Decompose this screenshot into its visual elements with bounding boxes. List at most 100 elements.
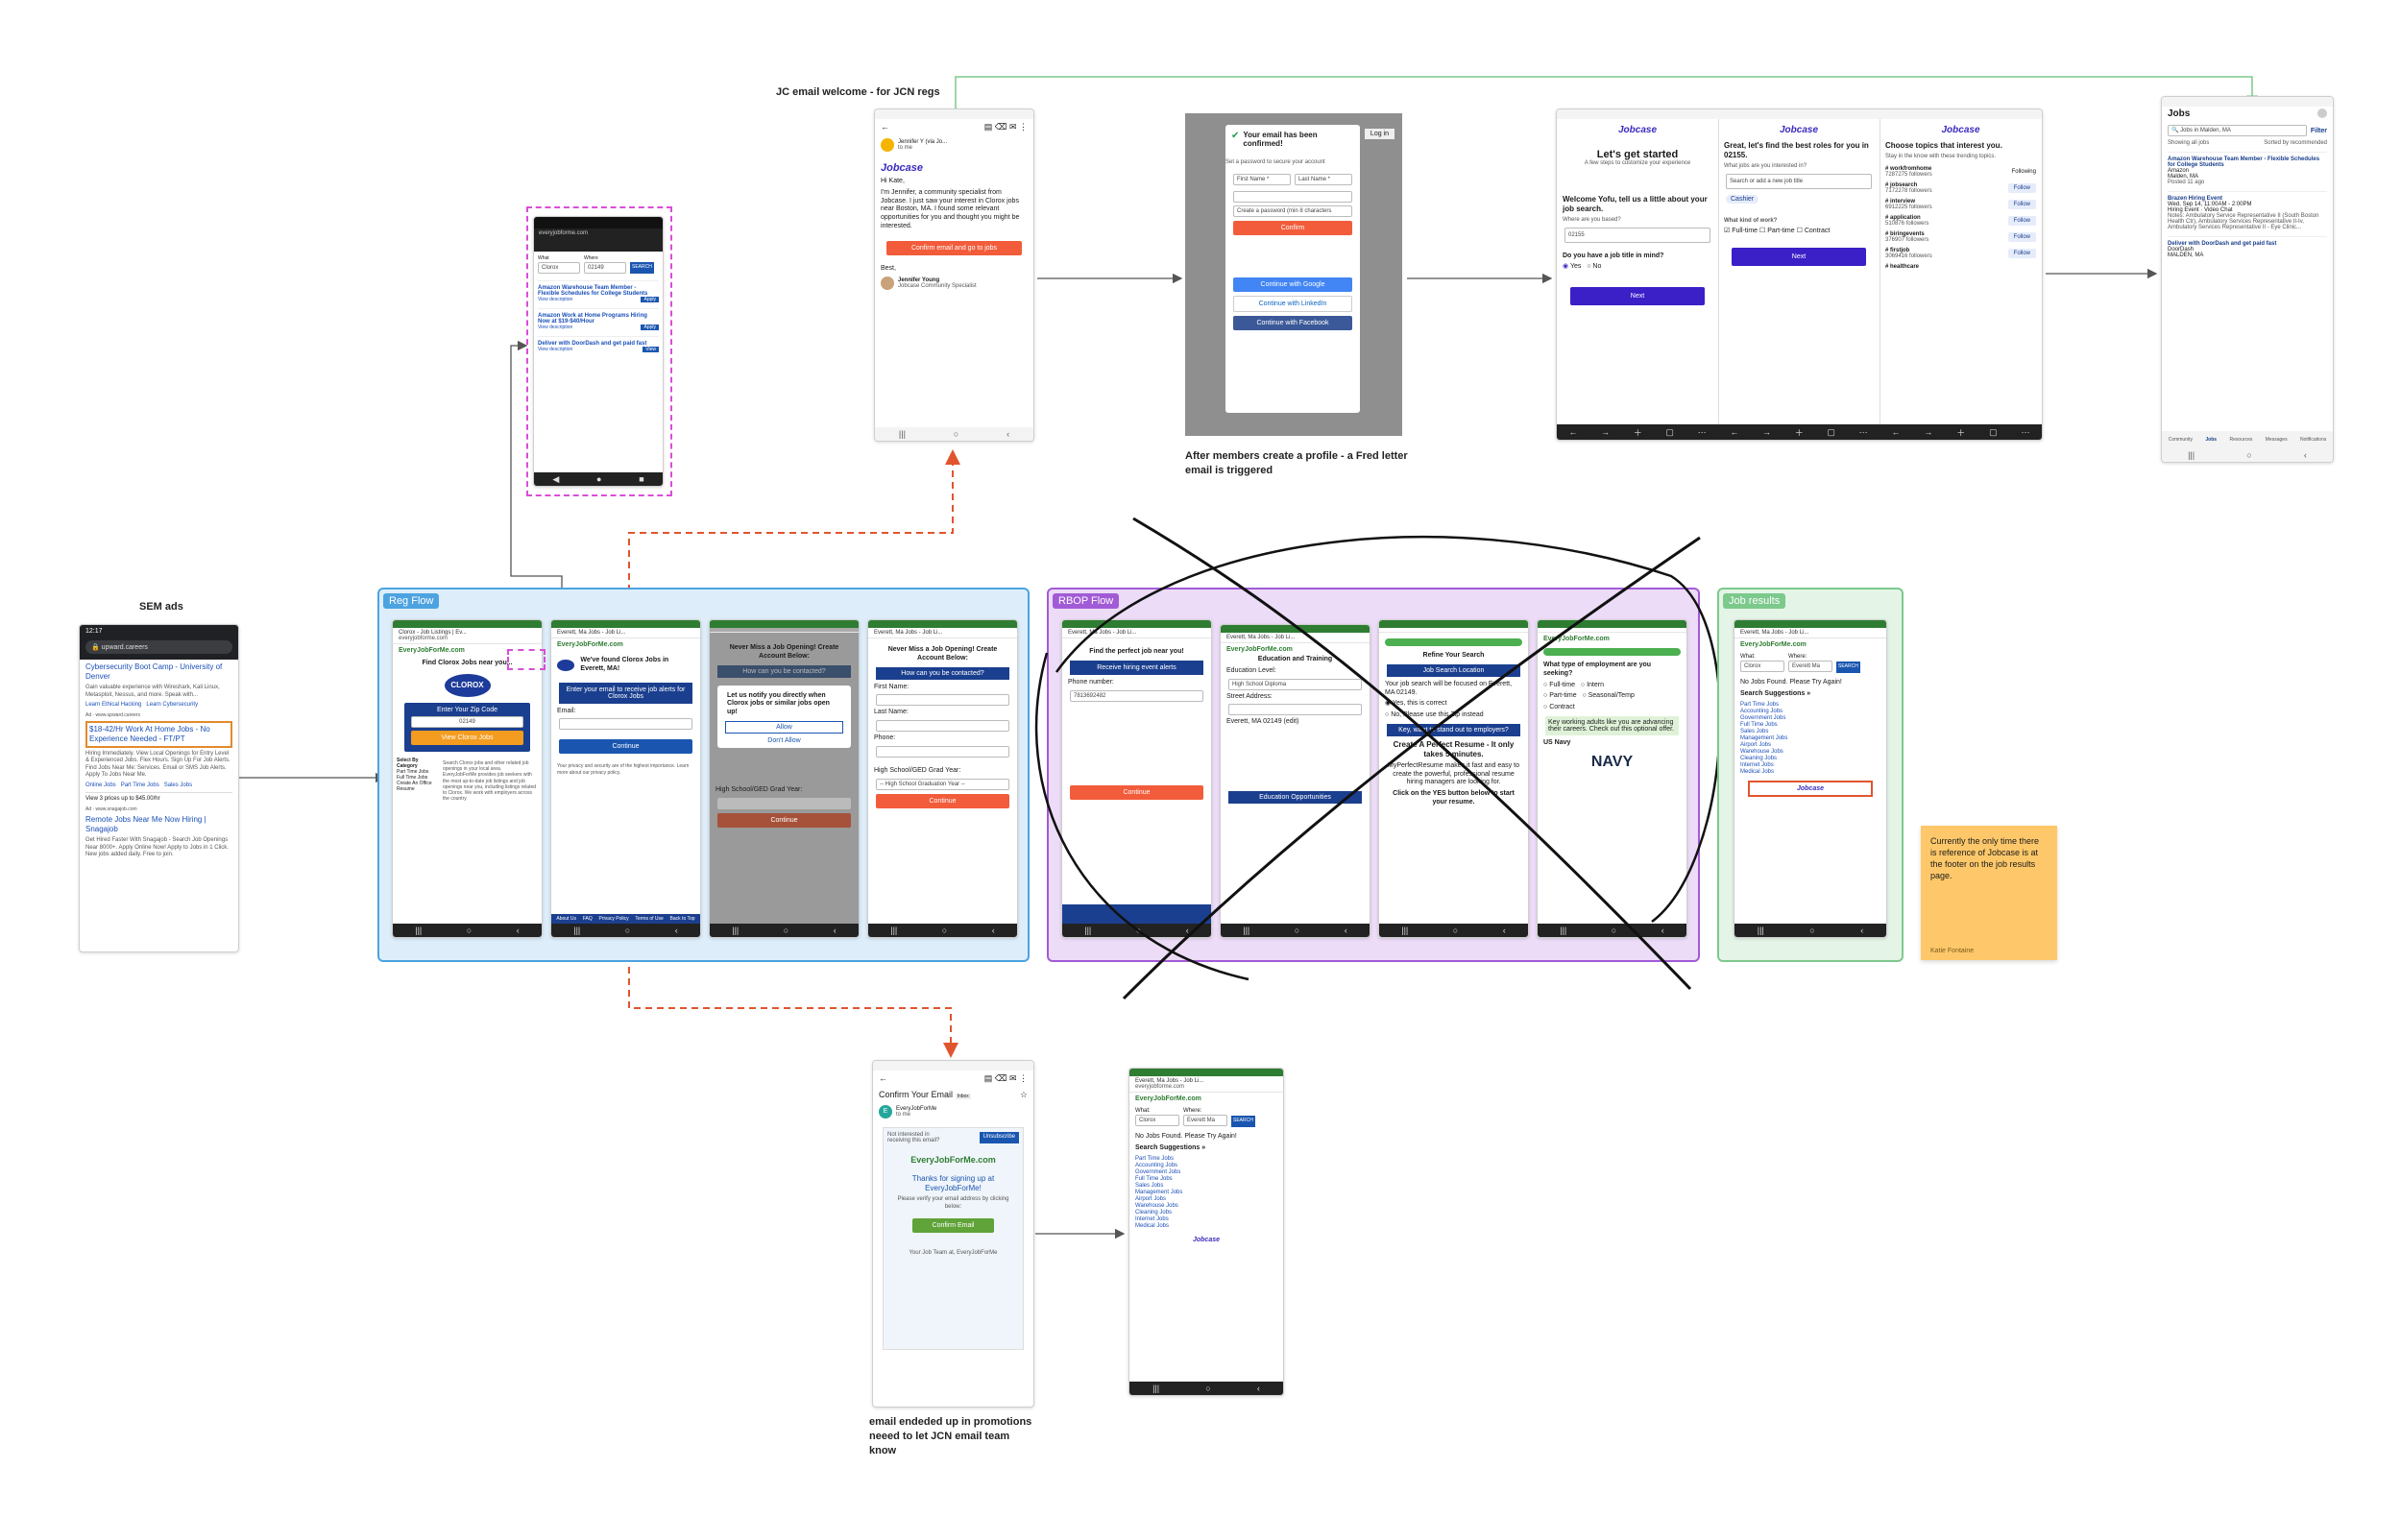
first-name-input[interactable] — [876, 694, 1009, 706]
radio-yes-icon[interactable]: ◉ — [1563, 263, 1568, 270]
follow-button[interactable]: Follow — [2008, 249, 2036, 258]
suggestion-link[interactable]: Internet Jobs — [1740, 762, 1880, 768]
follow-button[interactable]: Follow — [2008, 183, 2036, 193]
url-bar[interactable]: 🔒 upward.careers — [85, 640, 232, 654]
home-icon[interactable]: ○ — [1809, 926, 1814, 935]
archive-icon[interactable]: ▤ ⌫ ✉ ⋮ — [984, 1073, 1028, 1084]
recents-icon[interactable]: ||| — [1084, 926, 1091, 935]
back-icon[interactable]: ← — [1891, 427, 1900, 437]
search-button[interactable]: SEARCH — [1231, 1116, 1255, 1127]
zip-input[interactable]: 02149 — [411, 716, 523, 728]
home-icon[interactable]: ○ — [954, 429, 958, 439]
dont-allow-button[interactable]: Don't Allow — [721, 737, 847, 744]
tab-community[interactable]: Community — [2169, 437, 2193, 443]
login-button[interactable]: Log in — [1365, 129, 1395, 139]
job-card[interactable]: Amazon Warehouse Team Member - Flexible … — [538, 280, 659, 302]
suggestion-link[interactable]: Sales Jobs — [1135, 1183, 1277, 1189]
avatar[interactable] — [2317, 108, 2327, 118]
radio-icon[interactable]: ○ — [1543, 704, 1547, 710]
suggestion-link[interactable]: Cleaning Jobs — [1135, 1210, 1277, 1215]
continue-button[interactable]: Continue — [1070, 785, 1203, 800]
search-button[interactable]: SEARCH — [1836, 662, 1860, 673]
confirm-email-button[interactable]: Confirm Email — [912, 1218, 994, 1233]
radio-icon[interactable]: ○ — [1581, 682, 1585, 688]
back-icon[interactable]: ‹ — [2304, 450, 2307, 460]
grad-select[interactable] — [717, 798, 851, 809]
what-input[interactable]: Clorox — [1740, 661, 1784, 672]
add-icon[interactable]: ＋ — [1956, 426, 1965, 439]
home-icon[interactable]: ○ — [1453, 926, 1458, 935]
browser-tab[interactable]: Clorox - Job Listings | Ev...everyjobfor… — [393, 628, 542, 644]
phone-input[interactable]: 7813692482 — [1070, 690, 1203, 702]
job-title[interactable]: Amazon Warehouse Team Member - Flexible … — [2168, 156, 2327, 168]
back-icon[interactable]: ‹ — [1503, 926, 1506, 935]
tab-messages[interactable]: Messages — [2266, 437, 2288, 443]
phone-input[interactable] — [876, 746, 1009, 758]
ad2-link-0[interactable]: Online Jobs — [85, 782, 116, 788]
suggestion-link[interactable]: Full Time Jobs — [1135, 1176, 1277, 1182]
radio-icon[interactable]: ○ — [1582, 692, 1586, 699]
continue-button[interactable]: Continue — [559, 739, 692, 754]
browser-tab[interactable]: Everett, Ma Jobs - Job Li... — [551, 628, 700, 638]
follow-button[interactable]: Follow — [2008, 232, 2036, 242]
menu-icon[interactable]: ⋯ — [1698, 427, 1707, 438]
recents-icon[interactable]: ||| — [415, 926, 422, 935]
continue-button[interactable]: Continue — [717, 813, 851, 828]
recents-icon[interactable]: ||| — [2188, 450, 2195, 460]
suggestion-link[interactable]: Medical Jobs — [1135, 1223, 1277, 1229]
star-icon[interactable]: ☆ — [1020, 1090, 1028, 1100]
search-button[interactable]: SEARCH — [630, 262, 654, 274]
view-clorox-jobs-button[interactable]: View Clorox Jobs — [411, 731, 523, 745]
follow-button[interactable]: Follow — [2008, 200, 2036, 209]
recents-icon[interactable]: ||| — [899, 429, 906, 439]
home-icon[interactable]: ○ — [625, 926, 630, 935]
tab-jobs[interactable]: Jobs — [2205, 437, 2217, 443]
cat-link[interactable]: Resume — [397, 786, 437, 792]
add-icon[interactable]: ＋ — [1795, 426, 1804, 439]
where-input[interactable]: Everett Ma — [1788, 661, 1832, 672]
home-icon[interactable]: ○ — [1205, 1384, 1210, 1393]
back-icon[interactable]: ‹ — [1661, 926, 1664, 935]
back-icon[interactable]: ‹ — [675, 926, 678, 935]
jobs-search-input[interactable]: 🔍 Jobs in Malden, MA — [2168, 125, 2307, 136]
suggestion-link[interactable]: Sales Jobs — [1740, 729, 1880, 734]
suggestion-link[interactable]: Warehouse Jobs — [1135, 1203, 1277, 1209]
tabs-icon[interactable]: ▢ — [1827, 427, 1835, 438]
browser-tab[interactable]: Everett, Ma Jobs - Job Li... — [1062, 628, 1211, 638]
linkedin-button[interactable]: Continue with LinkedIn — [1233, 296, 1352, 312]
radio-icon[interactable]: ○ — [1385, 711, 1389, 718]
checkbox-icon[interactable]: ☑ — [1724, 228, 1730, 234]
prices-row[interactable]: View 3 prices up to $45.00/hr — [85, 792, 232, 804]
back-icon[interactable]: ‹ — [1860, 926, 1863, 935]
job-title[interactable]: Amazon Warehouse Team Member - Flexible … — [538, 285, 659, 297]
suggestion-link[interactable]: Management Jobs — [1135, 1190, 1277, 1195]
home-icon[interactable]: ○ — [1612, 926, 1616, 935]
home-icon[interactable]: ○ — [784, 926, 788, 935]
home-icon[interactable]: ○ — [1295, 926, 1299, 935]
follow-button[interactable]: Following — [2012, 169, 2036, 175]
job-title[interactable]: Amazon Work at Home Programs Hiring Now … — [538, 313, 659, 325]
suggestion-link[interactable]: Cleaning Jobs — [1740, 756, 1880, 761]
menu-icon[interactable]: ⋯ — [2022, 427, 2030, 438]
ad2-title[interactable]: $18-42/Hr Work At Home Jobs - No Experie… — [85, 721, 232, 748]
recents-icon[interactable]: ■ — [639, 474, 643, 484]
radio-icon[interactable]: ○ — [1543, 692, 1547, 699]
recents-icon[interactable]: ||| — [1758, 926, 1764, 935]
job-link[interactable]: View description — [538, 347, 572, 352]
tab-resources[interactable]: Resources — [2229, 437, 2252, 443]
back-icon[interactable]: ← — [1568, 427, 1577, 437]
checkbox-icon[interactable]: ☐ — [1797, 228, 1803, 234]
ad1-link-1[interactable]: Learn Cybersecurity — [146, 702, 198, 708]
suggestion-link[interactable]: Medical Jobs — [1740, 769, 1880, 775]
footer-link[interactable]: About Us — [556, 916, 576, 922]
continue-button[interactable]: Continue — [876, 794, 1009, 808]
suggestion-link[interactable]: Warehouse Jobs — [1740, 749, 1880, 755]
tabs-icon[interactable]: ▢ — [1989, 427, 1998, 438]
first-name-input[interactable]: First Name * — [1233, 174, 1291, 185]
what-input[interactable]: Clorox — [538, 262, 580, 274]
suggestion-link[interactable]: Government Jobs — [1135, 1169, 1277, 1175]
suggestion-link[interactable]: Government Jobs — [1740, 715, 1880, 721]
ad2-link-2[interactable]: Sales Jobs — [164, 782, 192, 788]
